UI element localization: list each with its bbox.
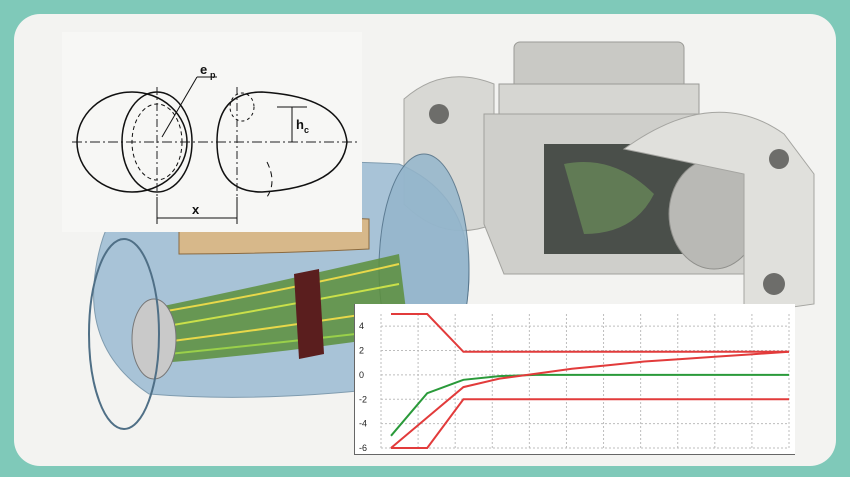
response-graph: 4 2 0 -2 -4 -6 bbox=[354, 304, 795, 455]
technical-sketch: e p h c x bbox=[62, 32, 362, 232]
series-line-2 bbox=[391, 398, 789, 449]
sketch-label-x: x bbox=[192, 202, 200, 217]
sketch-label-e-subscript: p bbox=[210, 70, 216, 80]
series-line-3 bbox=[390, 373, 789, 437]
sketch-label-h: h bbox=[296, 117, 304, 132]
series-line-4 bbox=[390, 350, 790, 449]
y-tick-label: 0 bbox=[359, 370, 364, 380]
y-tick-label: -4 bbox=[359, 419, 367, 429]
image-frame: e p h c x 4 2 0 -2 -4 -6 bbox=[14, 14, 836, 466]
sketch-label-e: e bbox=[200, 62, 207, 77]
sketch-label-h-subscript: c bbox=[304, 125, 309, 135]
y-tick-label: -6 bbox=[359, 443, 367, 453]
graph-plot-area: 4 2 0 -2 -4 -6 bbox=[359, 313, 790, 453]
series-line-1 bbox=[391, 313, 789, 353]
y-tick-label: -2 bbox=[359, 394, 367, 404]
y-tick-label: 4 bbox=[359, 321, 364, 331]
valve-cutaway-render bbox=[384, 24, 836, 324]
y-tick-label: 2 bbox=[359, 346, 364, 356]
